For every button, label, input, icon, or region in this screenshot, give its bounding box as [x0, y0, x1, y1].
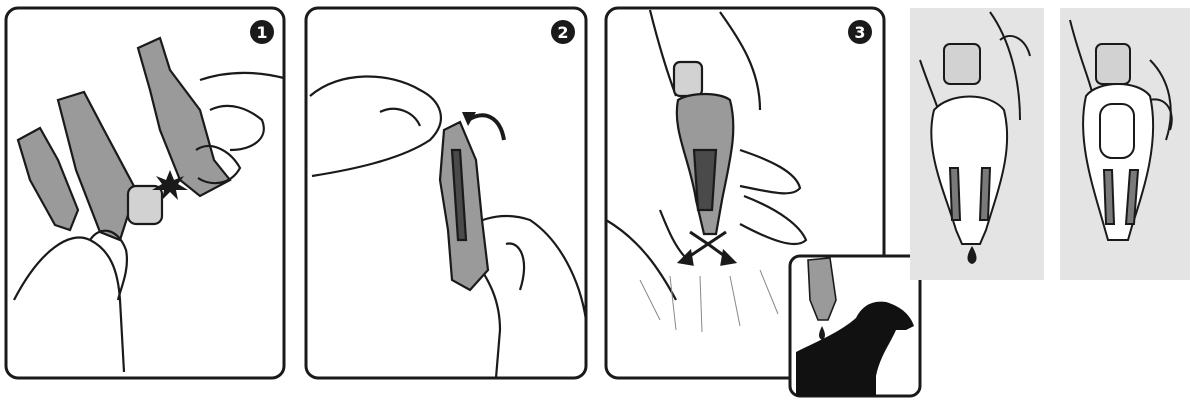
step-3-badge: 3 — [848, 20, 872, 44]
step-1-badge: 1 — [250, 20, 274, 44]
detail-panel-empty — [1060, 8, 1190, 280]
step-1-number: 1 — [256, 23, 267, 42]
step-3-number: 3 — [854, 23, 865, 42]
step-2-panel: 2 — [306, 8, 586, 378]
step-2-badge: 2 — [551, 20, 575, 44]
step-3-panel: 3 — [606, 8, 920, 396]
step-2-number: 2 — [557, 23, 568, 42]
detail-panel-drip — [910, 8, 1044, 280]
dog-inset — [790, 256, 920, 396]
step-1-panel: 1 — [6, 8, 284, 378]
